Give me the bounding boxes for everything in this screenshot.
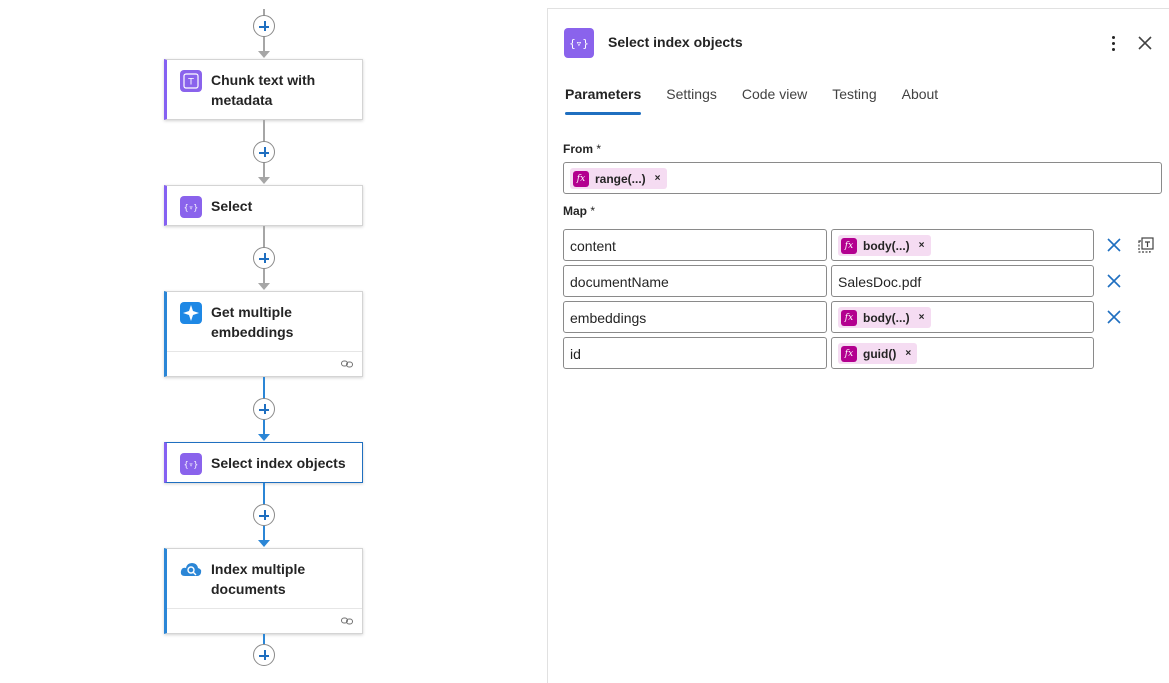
delete-row-icon[interactable] — [1106, 237, 1122, 253]
remove-token-icon[interactable]: × — [919, 240, 925, 251]
tab-code-view[interactable]: Code view — [742, 85, 807, 117]
card-title: Select — [211, 196, 252, 216]
panel-tabs: Parameters Settings Code view Testing Ab… — [565, 85, 963, 117]
remove-token-icon[interactable]: × — [905, 348, 911, 359]
action-details-panel: {▿} Select index objects Parameters Sett… — [547, 9, 1169, 683]
from-label: From * — [563, 142, 601, 156]
svg-text:{▿}: {▿} — [184, 460, 198, 469]
function-icon: fx — [841, 346, 857, 362]
card-title: Index multiple documents — [211, 559, 354, 599]
action-card-chunk-text[interactable]: T Chunk text with metadata — [164, 59, 363, 120]
switch-to-text-mode-icon[interactable] — [1137, 236, 1155, 254]
card-title: Chunk text with metadata — [211, 70, 354, 110]
svg-text:{▿}: {▿} — [569, 37, 589, 50]
map-value-input[interactable]: SalesDoc.pdf — [831, 265, 1094, 297]
more-options-icon — [1112, 36, 1115, 39]
ai-sparkle-icon — [180, 302, 202, 324]
expression-token[interactable]: fx guid() × — [838, 343, 917, 364]
map-value-input[interactable]: fx body(...) × — [831, 301, 1094, 333]
expression-token[interactable]: fx range(...) × — [570, 168, 667, 189]
close-icon[interactable] — [1135, 33, 1155, 53]
delete-row-icon[interactable] — [1106, 309, 1122, 325]
map-key-input[interactable]: content — [563, 229, 827, 261]
card-title: Select index objects — [211, 453, 346, 473]
expression-token[interactable]: fx body(...) × — [838, 235, 931, 256]
connector-arrow — [258, 283, 270, 290]
select-icon: {▿} — [180, 196, 202, 218]
function-icon: fx — [573, 171, 589, 187]
function-icon: fx — [841, 310, 857, 326]
tab-about[interactable]: About — [902, 85, 939, 117]
action-card-get-embeddings[interactable]: Get multiple embeddings — [164, 291, 363, 377]
add-step-button[interactable] — [253, 15, 275, 37]
panel-title: Select index objects — [608, 34, 743, 50]
card-footer — [167, 351, 362, 376]
function-icon: fx — [841, 238, 857, 254]
connection-link-icon — [341, 359, 353, 369]
required-mark: * — [596, 142, 601, 156]
delete-row-icon[interactable] — [1106, 273, 1122, 289]
svg-text:T: T — [187, 78, 194, 88]
tab-parameters[interactable]: Parameters — [565, 85, 641, 117]
workflow-canvas: T Chunk text with metadata {▿} Select Ge… — [0, 0, 547, 683]
remove-token-icon[interactable]: × — [919, 312, 925, 323]
add-step-button[interactable] — [253, 398, 275, 420]
connector-arrow — [258, 177, 270, 184]
add-step-button[interactable] — [253, 504, 275, 526]
card-footer — [167, 608, 362, 633]
map-value-input[interactable]: fx body(...) × — [831, 229, 1094, 261]
map-label: Map * — [563, 204, 595, 218]
select-icon: {▿} — [564, 28, 594, 58]
chunk-text-icon: T — [180, 70, 202, 92]
map-key-input[interactable]: documentName — [563, 265, 827, 297]
from-input[interactable]: fx range(...) × — [563, 162, 1162, 194]
map-key-input[interactable]: embeddings — [563, 301, 827, 333]
svg-text:{▿}: {▿} — [184, 203, 198, 212]
connector-arrow — [258, 51, 270, 58]
add-step-button[interactable] — [253, 141, 275, 163]
action-card-index-documents[interactable]: Index multiple documents — [164, 548, 363, 634]
remove-token-icon[interactable]: × — [655, 173, 661, 184]
map-key-input[interactable]: id — [563, 337, 827, 369]
tab-settings[interactable]: Settings — [666, 85, 717, 117]
map-value-input[interactable]: fx guid() × — [831, 337, 1094, 369]
connector-arrow — [258, 540, 270, 547]
connection-link-icon — [341, 616, 353, 626]
more-options-button[interactable] — [1103, 33, 1123, 53]
connector-line — [263, 634, 265, 644]
connector-arrow — [258, 434, 270, 441]
add-step-button[interactable] — [253, 644, 275, 666]
expression-token[interactable]: fx body(...) × — [838, 307, 931, 328]
select-icon: {▿} — [180, 453, 202, 475]
card-title: Get multiple embeddings — [211, 302, 354, 342]
tab-testing[interactable]: Testing — [832, 85, 876, 117]
action-card-select[interactable]: {▿} Select — [164, 185, 363, 226]
azure-search-icon — [180, 559, 202, 581]
add-step-button[interactable] — [253, 247, 275, 269]
required-mark: * — [590, 204, 595, 218]
action-card-select-index-objects[interactable]: {▿} Select index objects — [164, 442, 363, 483]
